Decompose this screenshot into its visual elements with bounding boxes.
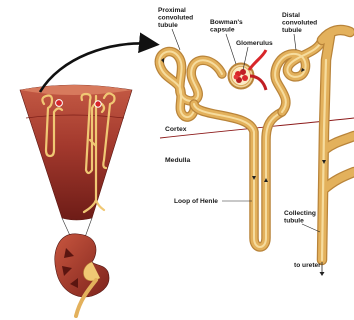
label-cortex: Cortex (165, 126, 187, 133)
label-proximal-convoluted-tubule: Proximal convoluted tubule (158, 7, 193, 29)
label-glomerulus: Glomerulus (236, 40, 273, 47)
label-loop-of-henle: Loop of Henle (174, 198, 218, 205)
kidney-outline (55, 234, 109, 297)
label-medulla: Medulla (165, 157, 191, 164)
label-to-ureter: to ureter (294, 262, 321, 269)
label-bowmans-capsule: Bowman's capsule (210, 19, 243, 34)
label-collecting-tubule: Collecting tubule (284, 210, 316, 225)
renal-pyramid-section (20, 85, 132, 220)
svg-text:tubule: tubule (158, 22, 178, 29)
leader-bowmans (226, 34, 236, 64)
svg-text:convoluted: convoluted (282, 20, 317, 27)
arrow-to-ureter-head (320, 272, 325, 276)
kidney-illustration (55, 234, 109, 316)
svg-text:Bowman's: Bowman's (210, 19, 243, 26)
svg-text:Proximal: Proximal (158, 7, 186, 14)
mini-glomerulus-1 (56, 100, 63, 107)
svg-text:tubule: tubule (284, 218, 304, 225)
svg-text:tubule: tubule (282, 27, 302, 34)
zoom-arrow (40, 43, 152, 92)
mini-glomerulus-2 (95, 101, 101, 107)
distal-convoluted-tubule (275, 40, 322, 112)
leader-proximal (172, 29, 180, 50)
loop-of-henle (194, 104, 282, 247)
afferent-arteriole (249, 50, 266, 70)
svg-text:convoluted: convoluted (158, 15, 193, 22)
leader-distal (294, 34, 296, 50)
label-distal-convoluted-tubule: Distal convoluted tubule (282, 12, 317, 34)
svg-text:Distal: Distal (282, 12, 300, 19)
svg-text:Collecting: Collecting (284, 210, 316, 217)
collecting-tubule (322, 30, 354, 260)
svg-text:capsule: capsule (210, 27, 235, 34)
nephron (159, 30, 354, 260)
tissue-wedge (20, 85, 132, 220)
